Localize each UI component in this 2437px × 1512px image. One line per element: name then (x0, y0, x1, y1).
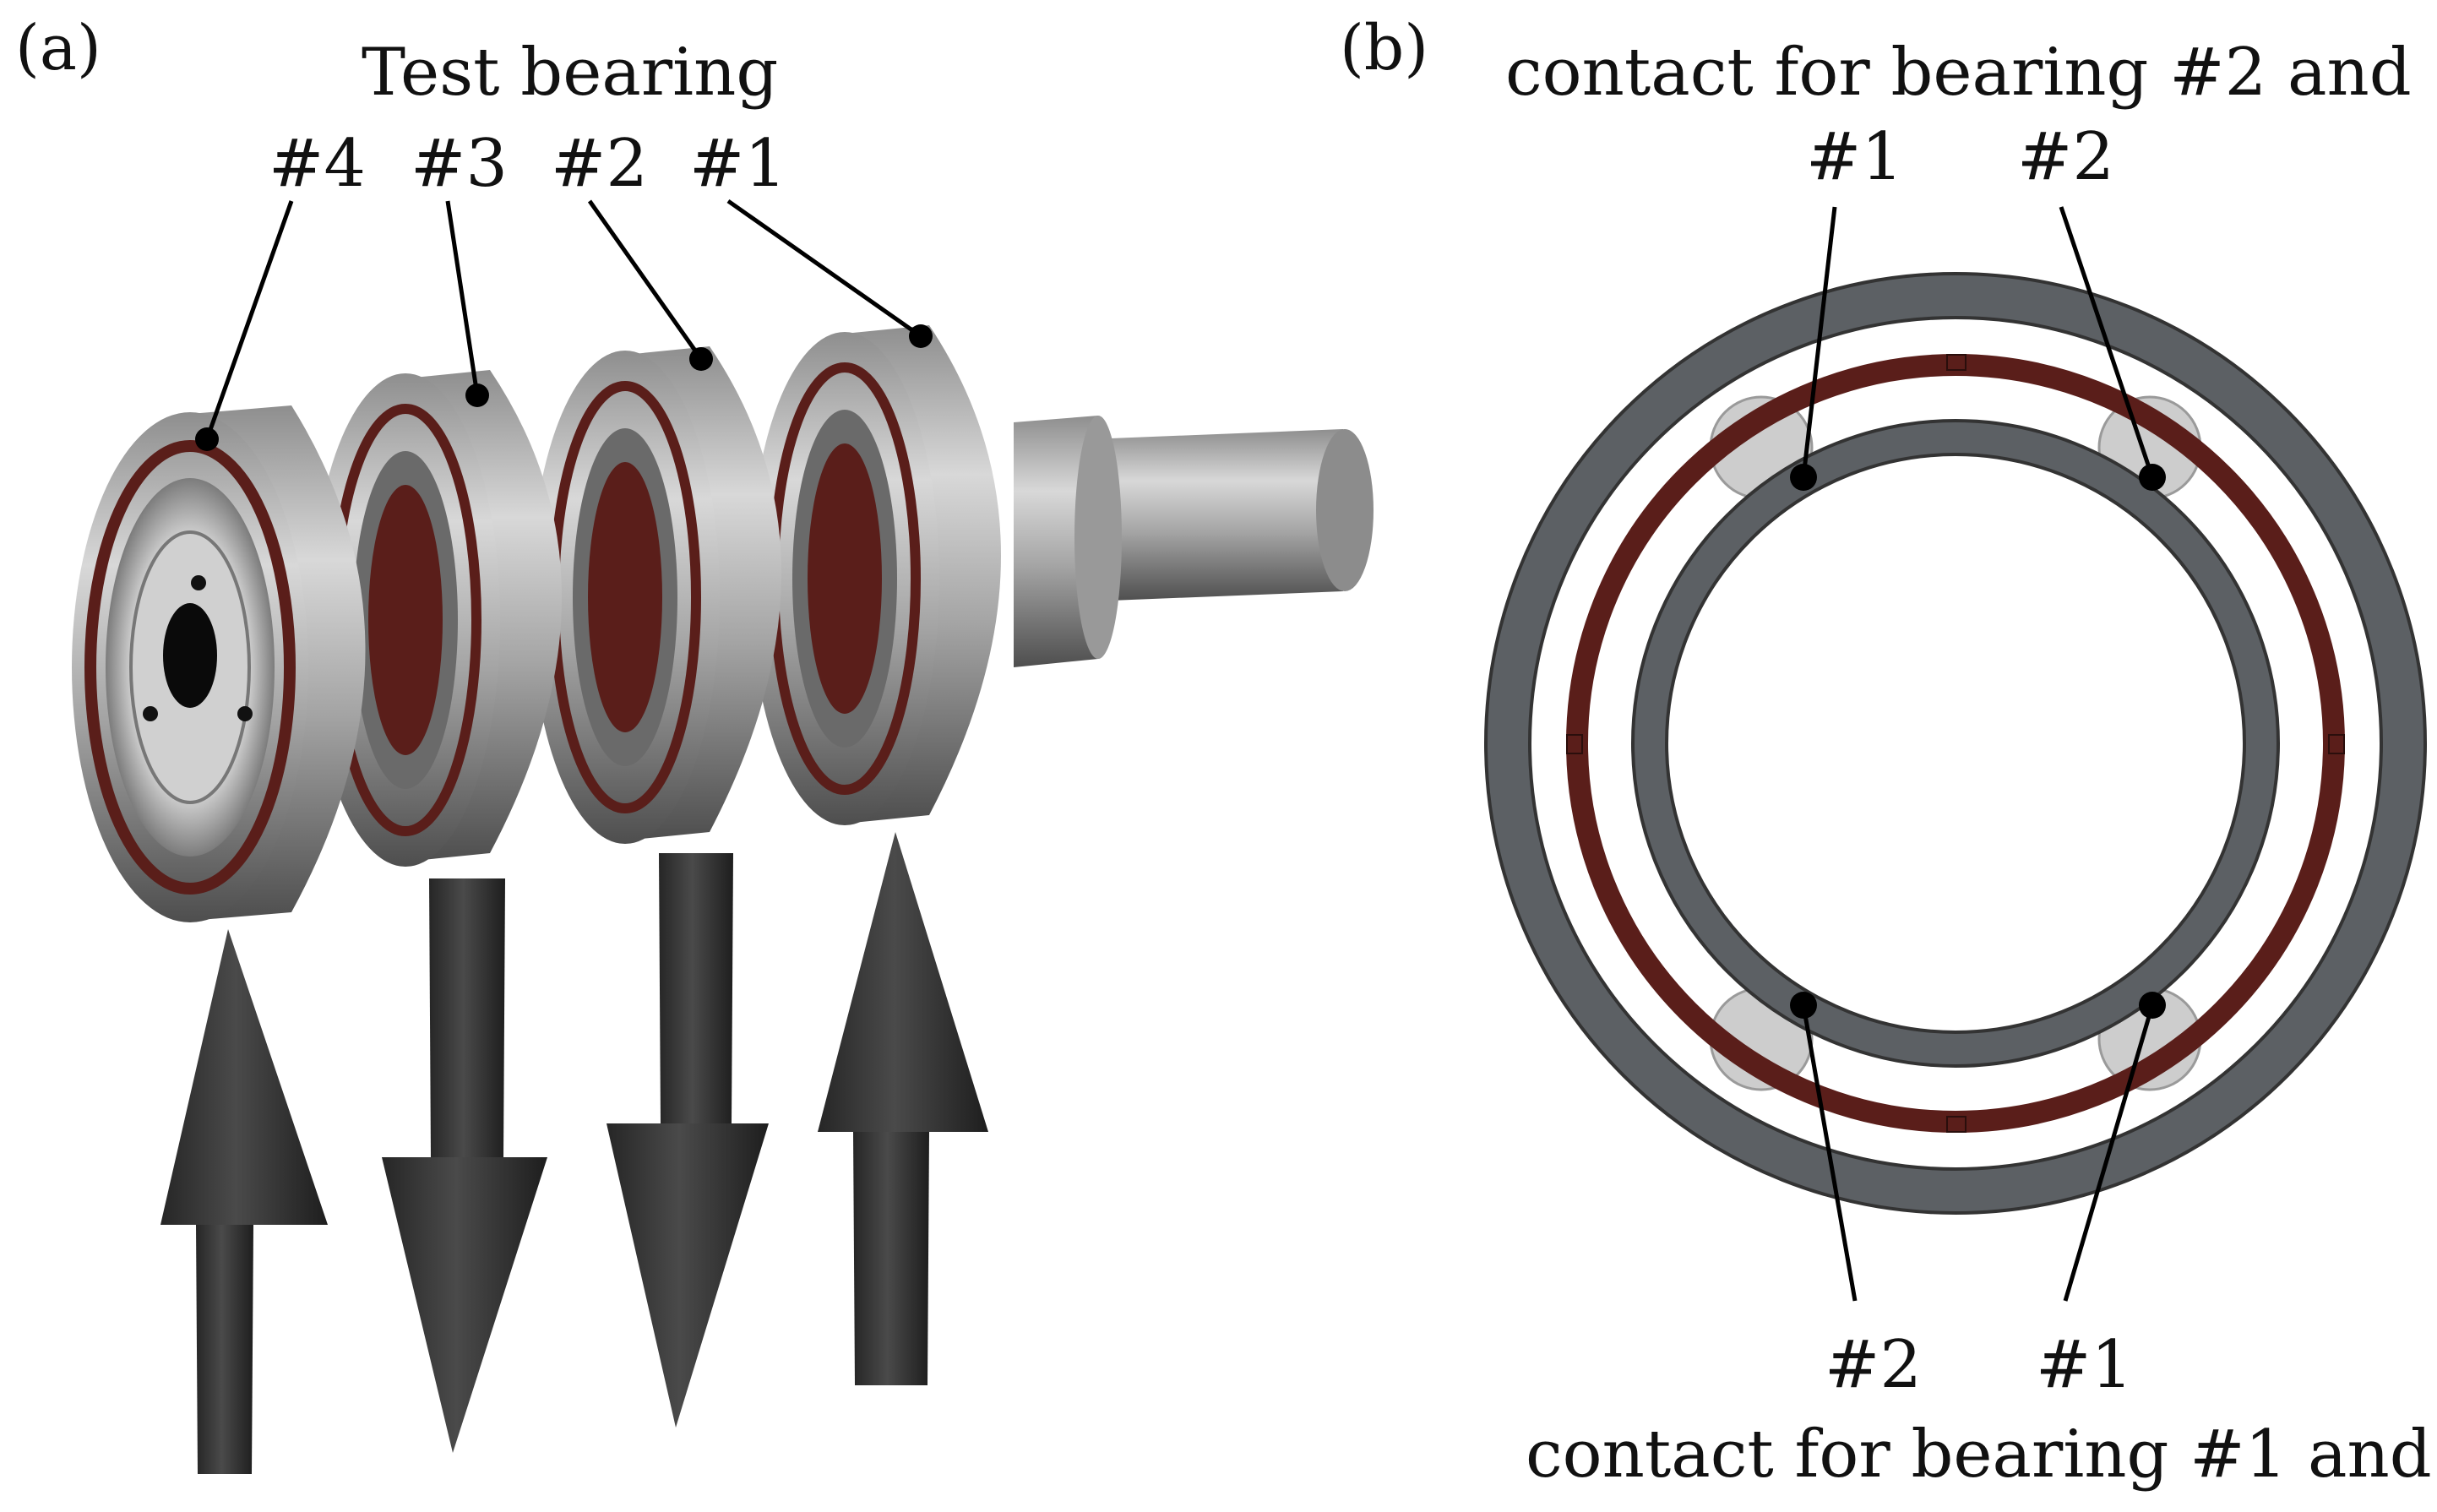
load-arrow-1 (818, 832, 988, 1385)
bottom-label-1: #1 (2036, 1327, 2133, 1403)
panel-a-label: (a) (15, 12, 101, 84)
top-contact-caption: contact for bearing #2 and #3 (1505, 35, 2437, 111)
shaft (1014, 416, 1374, 667)
load-arrow-2 (607, 853, 769, 1428)
contact-points (1790, 464, 2166, 1019)
panel-b-label: (b) (1340, 12, 1428, 84)
leader-lines-a (204, 199, 922, 440)
top-label-1: #1 (1806, 119, 1903, 195)
panel-a: (a) Test bearing #4 #3 #2 #1 (15, 12, 1374, 1474)
bottom-contact-caption: contact for bearing #1 and #4 (1526, 1417, 2437, 1493)
bearing-label-4: #4 (269, 126, 366, 202)
load-arrow-4 (160, 929, 328, 1474)
test-bearing-title: Test bearing (362, 35, 778, 111)
inner-ring (1633, 421, 2278, 1066)
cage-tabs (1566, 354, 2345, 1133)
leader-lines-b (1801, 206, 2155, 1302)
bearing-4 (72, 405, 366, 922)
bearing-label-3: #3 (411, 126, 508, 202)
bearing-2 (530, 346, 781, 844)
top-label-2: #2 (2017, 119, 2114, 195)
bearing-label-2: #2 (551, 126, 648, 202)
bearing-label-1: #1 (689, 126, 786, 202)
outer-ring (1486, 274, 2425, 1213)
bottom-label-2: #2 (1825, 1327, 1922, 1403)
bearing-1 (750, 325, 1001, 825)
load-arrow-3 (382, 878, 547, 1453)
bearing-3 (311, 370, 562, 867)
cage (1566, 354, 2345, 1133)
panel-b: (b) contact for bearing #2 and #3 #1 #2 (1340, 12, 2437, 1493)
leader-dots-a (195, 324, 933, 451)
